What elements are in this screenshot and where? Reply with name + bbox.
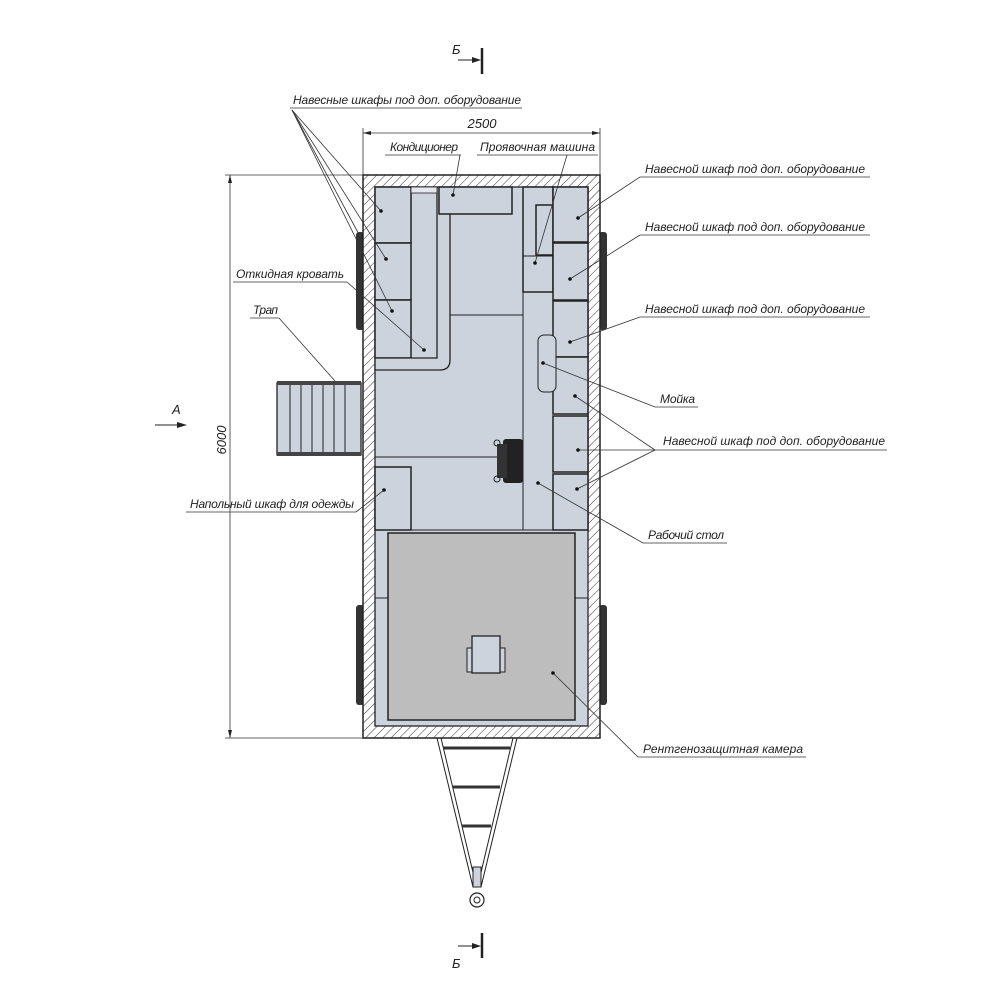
svg-text:Трап: Трап (253, 303, 278, 317)
folding-bed (374, 186, 451, 371)
label-wall-cabinets-left: Навесные шкафы под доп. оборудование (290, 93, 522, 313)
label-ladder: Трап (250, 303, 336, 382)
width-value: 2500 (467, 116, 498, 131)
length-value: 6000 (214, 425, 229, 455)
view-arrow-a: А (155, 402, 187, 428)
svg-text:Рентгенозащитная камера: Рентгенозащитная камера (643, 742, 803, 756)
wardrobe (374, 466, 412, 531)
svg-text:Рабочий стол: Рабочий стол (648, 528, 724, 542)
label-wall-cabinet-3: Навесной шкаф под доп. оборудование (568, 302, 870, 344)
label-developing-machine: Проявочная машина (477, 140, 598, 265)
sink (537, 334, 557, 393)
hitch-eye (469, 892, 485, 908)
svg-text:Мойка: Мойка (660, 392, 695, 406)
section-letter: Б (452, 42, 461, 57)
width-dimension: 2500 (362, 116, 601, 175)
label-sink: Мойка (541, 361, 698, 408)
svg-text:Навесные шкафы под доп. оборуд: Навесные шкафы под доп. оборудование (293, 93, 521, 107)
label-wall-cabinet-4: Навесной шкаф под доп. оборудование (573, 394, 887, 491)
xray-chamber (375, 532, 588, 721)
svg-text:Навесной шкаф под доп. оборудо: Навесной шкаф под доп. оборудование (663, 434, 885, 448)
left-wall-cabinets (374, 186, 412, 359)
ladder (276, 381, 362, 456)
label-air-conditioner: Кондиционер (385, 140, 461, 197)
label-folding-bed: Откидная кровать (233, 267, 426, 352)
svg-text:Проявочная машина: Проявочная машина (480, 140, 595, 154)
section-letter: Б (452, 956, 461, 971)
svg-text:Навесной шкаф под доп. оборудо: Навесной шкаф под доп. оборудование (645, 302, 865, 316)
label-wardrobe: Напольный шкаф для одежды (186, 488, 386, 513)
length-dimension: 6000 (214, 174, 363, 739)
svg-text:Кондиционер: Кондиционер (390, 140, 458, 154)
label-wall-cabinet-2: Навесной шкаф под доп. оборудование (568, 220, 870, 281)
developing-machine (522, 186, 554, 293)
svg-text:Навесной шкаф под доп. оборудо: Навесной шкаф под доп. оборудование (645, 220, 865, 234)
section-mark-bottom: Б (452, 933, 484, 971)
view-letter: А (171, 402, 181, 417)
drawbar (436, 737, 518, 908)
door-handle (493, 439, 523, 483)
air-conditioner (438, 186, 513, 215)
label-work-table: Рабочий стол (536, 481, 727, 544)
chair (466, 635, 506, 674)
wheels (356, 232, 607, 705)
svg-text:Навесной шкаф под доп. оборудо: Навесной шкаф под доп. оборудование (645, 162, 865, 176)
right-wall-cabinets (552, 186, 589, 531)
svg-text:Напольный шкаф для одежды: Напольный шкаф для одежды (190, 497, 354, 511)
label-wall-cabinet-1: Навесной шкаф под доп. оборудование (576, 162, 870, 220)
svg-text:Откидная кровать: Откидная кровать (236, 267, 344, 281)
section-mark-top: Б (452, 42, 484, 74)
label-xray-chamber: Рентгенозащитная камера (551, 671, 806, 758)
